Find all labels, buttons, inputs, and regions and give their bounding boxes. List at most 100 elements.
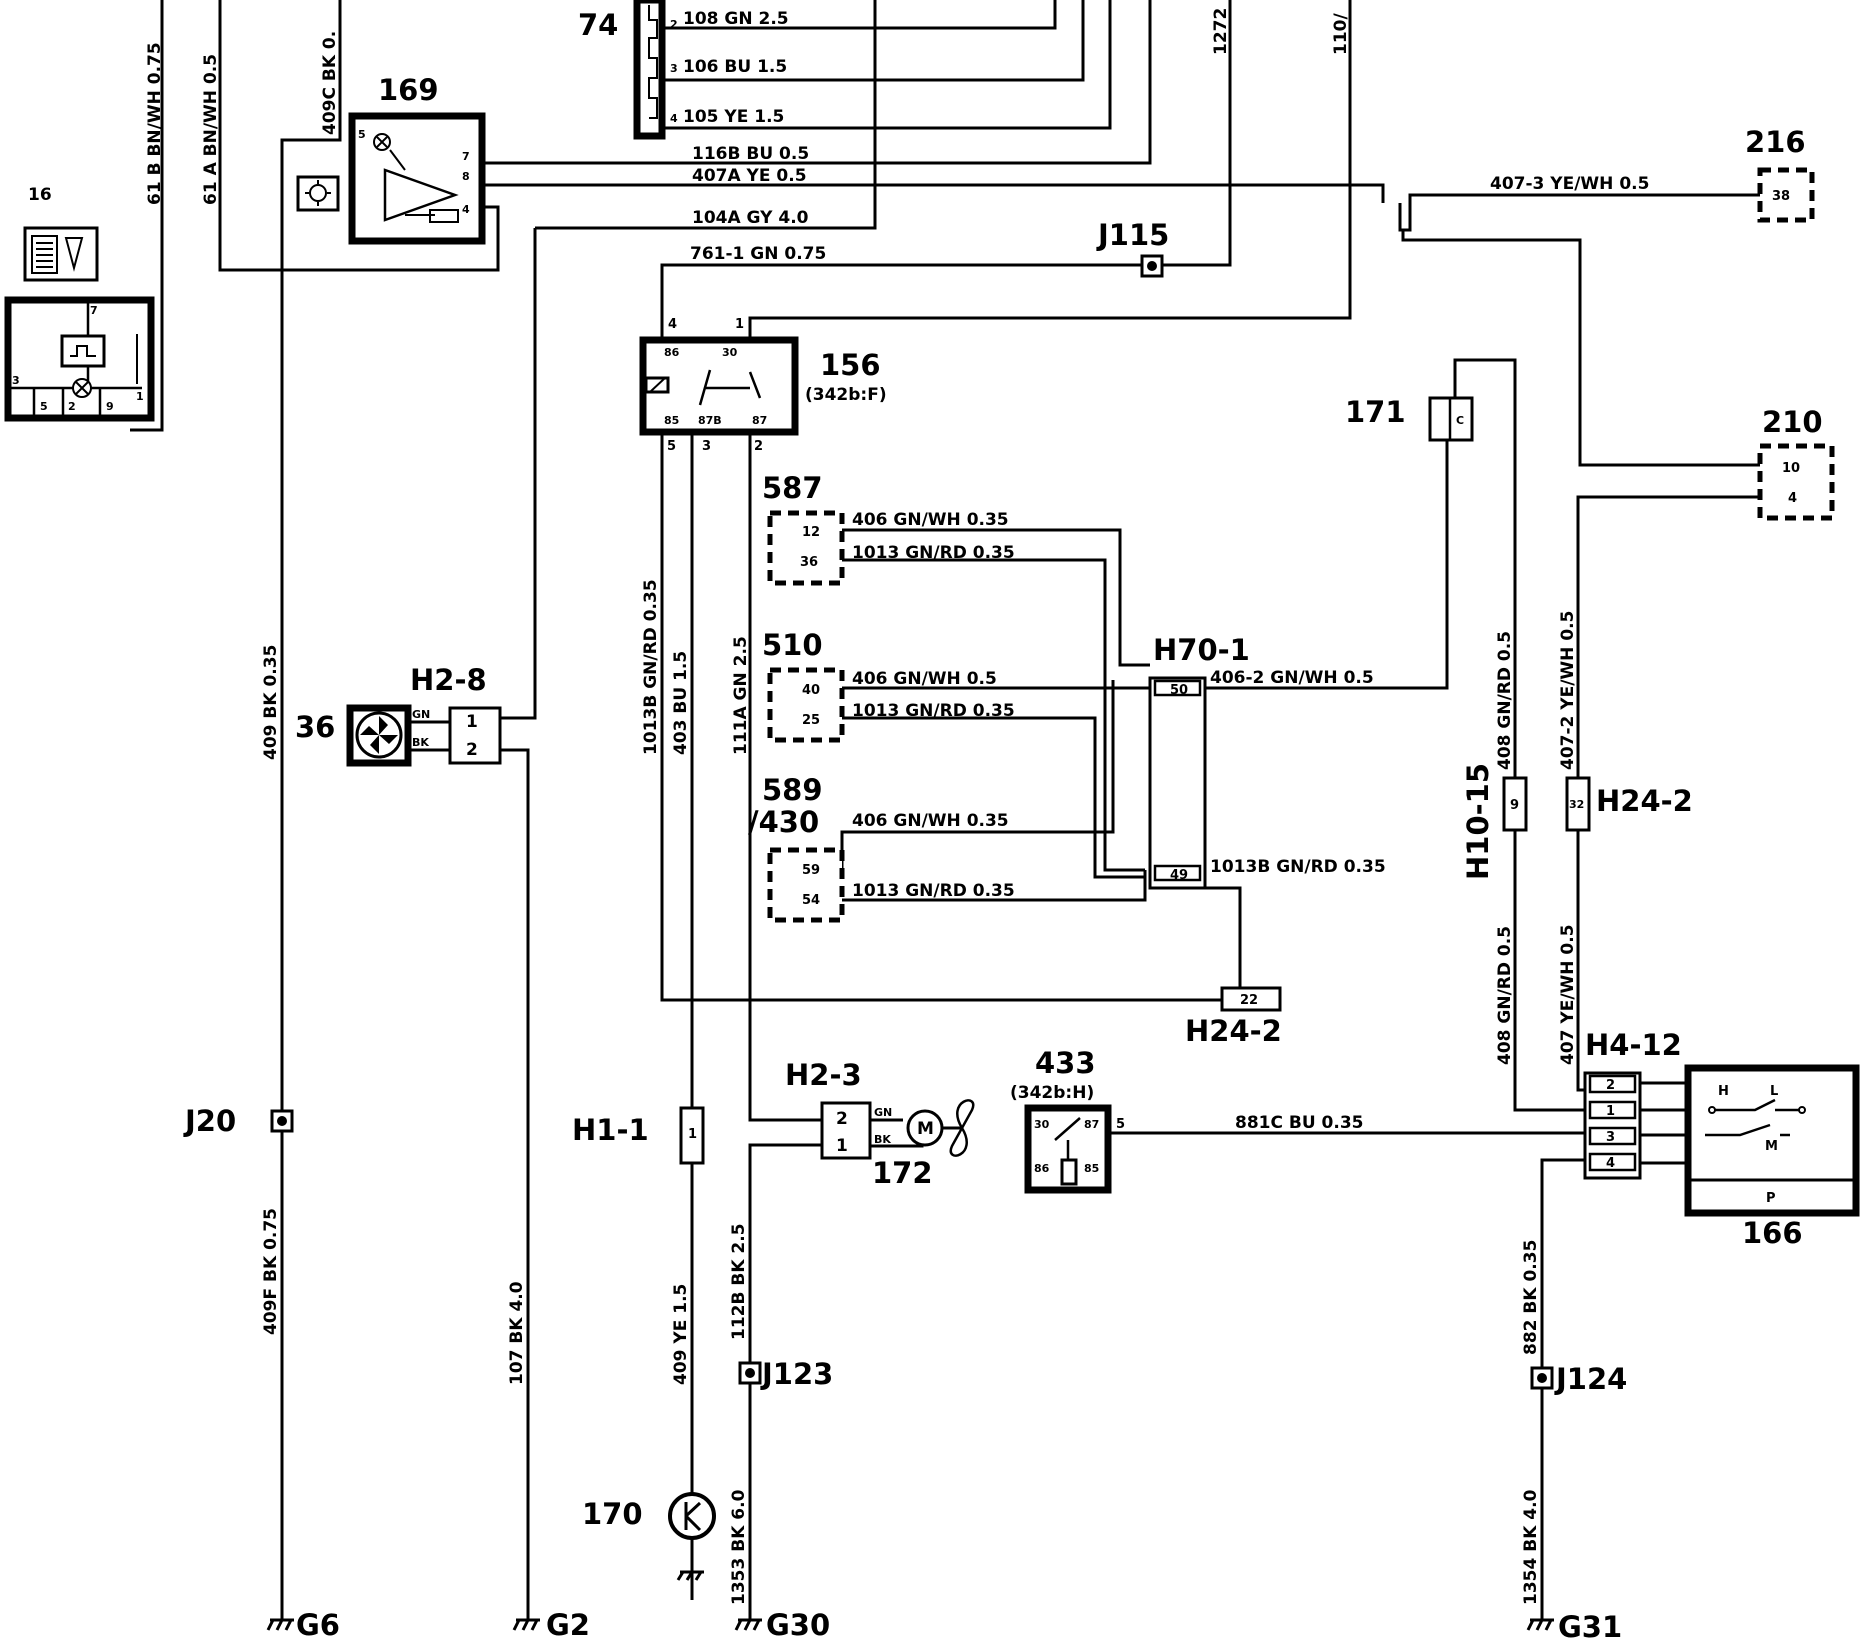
label-36: 36 <box>295 710 335 744</box>
wire-label-408b: 408 GN/RD 0.5 <box>1495 926 1515 1065</box>
pin-169-4: 4 <box>462 203 470 216</box>
connector-h2-3: H2-3 2 1 GN BK <box>785 1058 924 1160</box>
component-166-box <box>1684 1064 1860 1217</box>
pin-h2-8-1: 1 <box>466 712 478 732</box>
junction-j123: J123 <box>738 1357 833 1391</box>
wire-label-1354: 1354 BK 4.0 <box>1521 1489 1541 1605</box>
wire-label-761-1: 761-1 GN 0.75 <box>690 244 826 264</box>
sun-sensor-rays <box>305 180 331 206</box>
junction-j115: J115 <box>1096 218 1169 278</box>
wire-406-587 <box>842 528 1150 667</box>
lamp-cross <box>75 381 89 395</box>
wire-116b <box>478 0 1152 165</box>
junction-j20-dot <box>277 1116 287 1126</box>
module-587-box <box>767 510 845 586</box>
wire-label-1353: 1353 BK 6.0 <box>729 1489 749 1605</box>
connector-h1-1: H1-1 1 <box>572 1106 705 1165</box>
wire-label-407-3: 407-3 YE/WH 0.5 <box>1490 174 1649 194</box>
pin-433-30: 30 <box>1034 1118 1050 1131</box>
wire-408 <box>1453 358 1585 1112</box>
label-156: 156 <box>820 348 881 382</box>
wire-label-409: 409 BK 0.35 <box>261 645 281 760</box>
pin-h70-49: 49 <box>1170 868 1188 883</box>
label-587: 587 <box>762 471 823 505</box>
wire-label-409-ye: 409 YE 1.5 <box>671 1284 691 1385</box>
component-166-node-a <box>1708 1106 1716 1114</box>
label-h1-1: H1-1 <box>572 1113 649 1147</box>
pin-166-p: P <box>1766 1191 1776 1206</box>
label-h70-1: H70-1 <box>1153 633 1250 667</box>
label-433: 433 <box>1035 1046 1096 1080</box>
wire-label-881c: 881C BU 0.35 <box>1235 1113 1364 1133</box>
component-74: 74 2 3 4 <box>578 0 678 140</box>
wire-label-407a: 407A YE 0.5 <box>692 166 807 186</box>
label-74: 74 <box>578 8 618 42</box>
wire-label-406-2: 406-2 GN/WH 0.5 <box>1210 668 1374 688</box>
label-166: 166 <box>1742 1216 1803 1250</box>
connector-h24-2a-box <box>1565 776 1591 832</box>
label-h10-15: H10-15 <box>1461 763 1495 880</box>
wire-label-406-589: 406 GN/WH 0.35 <box>852 811 1009 831</box>
connector-h4-12: H4-12 2 1 3 4 <box>1583 1028 1682 1180</box>
wire-1013-589 <box>842 870 1147 902</box>
module-589: 589 /430 59 54 406 GN/WH 0.35 1013 GN/RD… <box>748 773 1015 923</box>
wire-61a <box>218 0 500 272</box>
wire-label-406-510: 406 GN/WH 0.5 <box>852 669 997 689</box>
pin-210-10: 10 <box>1782 461 1800 476</box>
wire-104a <box>535 0 877 230</box>
amplifier-icon <box>383 168 459 222</box>
ground-g30: G30 <box>734 1608 830 1642</box>
pin-216-38: 38 <box>1772 189 1790 204</box>
label-j123: J123 <box>760 1357 833 1391</box>
pin-433-87: 87 <box>1084 1118 1099 1131</box>
wire-409c <box>280 0 342 1620</box>
wire-label-111a: 111A GN 2.5 <box>731 636 751 755</box>
label-171: 171 <box>1345 395 1406 429</box>
wire-label-409f: 409F BK 0.75 <box>261 1208 281 1335</box>
pin-36-gn: GN <box>412 708 430 721</box>
junction-j124-dot <box>1537 1373 1547 1383</box>
wire-107 <box>500 748 530 1620</box>
pin-h4-12-4: 4 <box>1606 1156 1615 1171</box>
pin-h2-8-2: 2 <box>466 740 478 760</box>
wire-36-h2-8 <box>408 720 450 752</box>
pin-16-7: 7 <box>90 304 98 317</box>
module-589-box <box>767 847 845 923</box>
wire-label-61b: 61 B BN/WH 0.75 <box>145 42 165 205</box>
component-16: 16 7 3 5 2 9 1 <box>4 185 155 422</box>
ground-g6: G6 <box>266 1608 340 1642</box>
connector-h2-3-box <box>820 1101 872 1160</box>
label-h2-3: H2-3 <box>785 1058 862 1092</box>
wire-label-1013b: 1013B GN/RD 0.35 <box>641 579 661 755</box>
label-433-ref: (342b:H) <box>1010 1083 1094 1103</box>
wire-1013-510 <box>842 716 1145 879</box>
fan-icon <box>355 711 403 759</box>
wire-761-1 <box>660 263 1150 340</box>
component-169-box <box>348 112 486 245</box>
pin-156-1: 1 <box>735 317 744 332</box>
component-216-box <box>1757 167 1815 223</box>
module-510: 510 40 25 406 GN/WH 0.5 1013 GN/RD 0.35 <box>762 628 1015 743</box>
pin-156-4: 4 <box>668 317 677 332</box>
relay-156: 156 (342b:F) 4 1 86 30 85 87B 87 5 3 2 <box>639 317 887 454</box>
fuel-gauge-icon <box>64 237 84 272</box>
label-h24-2a: H24-2 <box>1596 784 1693 818</box>
pin-433-85: 85 <box>1084 1162 1099 1175</box>
pin-587-36: 36 <box>800 555 818 570</box>
label-210: 210 <box>1762 405 1823 439</box>
component-169: 169 5 7 8 4 <box>296 73 486 245</box>
sun-sensor-icon <box>309 184 327 202</box>
label-589: 589 <box>762 773 823 807</box>
component-210: 210 10 4 <box>1757 405 1835 521</box>
wire-label-1013-587: 1013 GN/RD 0.35 <box>852 543 1015 563</box>
vertical-wire-labels: 61 B BN/WH 0.75 61 A BN/WH 0.5 409C BK 0… <box>145 8 1578 1605</box>
wire-label-409c: 409C BK 0. <box>320 31 340 135</box>
pin-h24-2-32: 32 <box>1569 798 1584 811</box>
wire-label-403: 403 BU 1.5 <box>671 651 691 755</box>
pin-h24-2-22: 22 <box>1240 993 1258 1008</box>
wire-106 <box>662 0 1085 82</box>
pin-510-25: 25 <box>802 713 820 728</box>
pin-74-3: 3 <box>670 62 678 75</box>
label-h24-2b: H24-2 <box>1185 1014 1282 1048</box>
wire-407-3 <box>1398 193 1760 232</box>
